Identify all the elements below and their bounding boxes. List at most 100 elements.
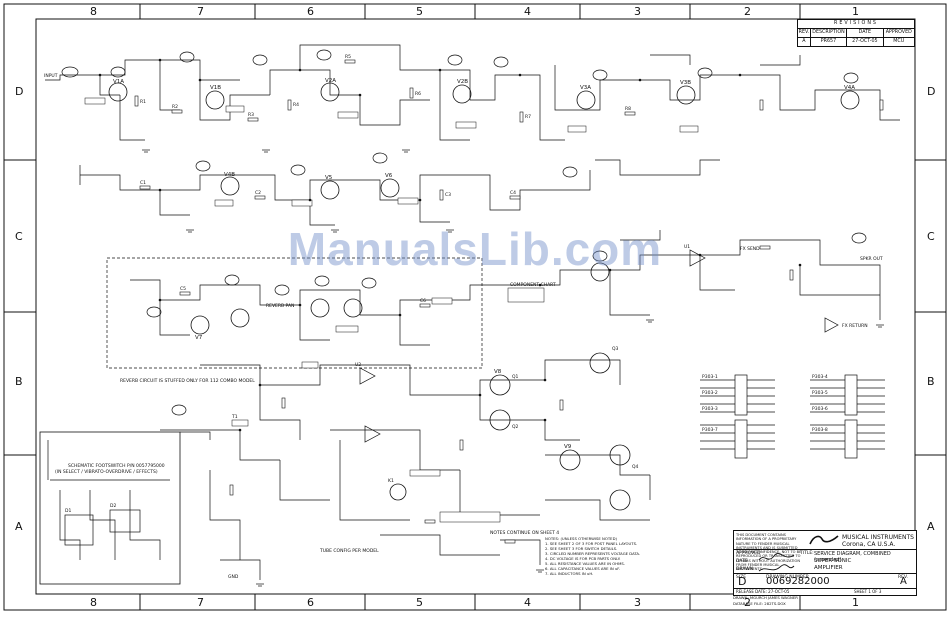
- tube-label: V3B: [680, 80, 691, 86]
- revisions-row: A PR657 27-OCT-05 MCU: [798, 38, 914, 46]
- ref-label: C1: [140, 180, 146, 186]
- footswitch-wiring: [47, 431, 211, 560]
- size-label: SIZE: [736, 575, 747, 580]
- connector-label: P303-2: [702, 390, 718, 396]
- tube-label: V2A: [325, 78, 336, 84]
- zone-label: D: [927, 85, 935, 98]
- fender-logo-icon: [809, 535, 839, 545]
- note-item: 2. SEE SHEET 3 FOR SWITCH DETAILS.: [545, 546, 618, 551]
- zone-label: A: [927, 520, 935, 533]
- connector-label: P303-5: [812, 390, 828, 396]
- zone-label: 7: [197, 596, 204, 609]
- connector-labels: P303-1 P303-2 P303-3 P303-4 P303-5 P303-…: [702, 374, 828, 433]
- zone-label: 1: [852, 596, 859, 609]
- size-value: D: [738, 575, 747, 588]
- zone-label: D: [15, 85, 23, 98]
- drawn-by: DRAWN: MGURCH JAMES WAGNER: [733, 595, 798, 600]
- ground-symbols: [142, 149, 884, 587]
- ref-label: C6: [420, 298, 426, 304]
- title-block: THIS DOCUMENT CONTAINS INFORMATION OF A …: [733, 530, 917, 596]
- junction-dots: [98, 58, 802, 432]
- component-chart-label: COMPONENT CHART: [510, 282, 556, 288]
- tube-label: V4B: [224, 172, 235, 178]
- title-line-2: SUPER-SONIC: [814, 558, 852, 564]
- release-row: RELEASE DATE: 27-OCT-05 SHEET 1 OF 3: [734, 588, 916, 594]
- preamp-wiring: [45, 44, 900, 141]
- footswitch-title: SCHEMATIC FOOTSWITCH P/N 0057795000: [68, 463, 165, 469]
- database-file: DATABASE FILE: 282TS.DOX: [733, 601, 786, 606]
- reverb-circuit-box: [106, 257, 483, 369]
- title-line-3: AMPLIFIER: [814, 565, 843, 571]
- opamp-symbols: [359, 249, 839, 443]
- connector-label: P303-6: [812, 406, 828, 412]
- ref-label: C5: [180, 286, 186, 292]
- revision-approved: MCU: [893, 39, 905, 44]
- footswitch-box: [39, 431, 181, 585]
- zone-label: B: [927, 375, 935, 388]
- tube-label: V2B: [457, 79, 468, 85]
- tube-label: V1B: [210, 85, 221, 91]
- revision-rev: A: [798, 38, 811, 46]
- zone-label: C: [15, 230, 23, 243]
- title-line-1: SERVICE DIAGRAM, COMBINED (amended): [814, 551, 891, 563]
- zone-labels-left: D C B A: [15, 85, 23, 533]
- revisions-col-approved: APPROVED: [885, 30, 912, 35]
- company-line-1: MUSICAL INSTRUMENTS: [842, 534, 914, 541]
- ref-label: R7: [525, 114, 531, 120]
- ref-label: R3: [248, 112, 254, 118]
- zone-label: 2: [744, 596, 751, 609]
- drawing-number-label: DRAWING NUMBER: [766, 575, 809, 580]
- zone-label: 4: [524, 596, 531, 609]
- tube-label: V1A: [113, 79, 124, 85]
- zone-label: 3: [634, 5, 641, 18]
- tube-label: V9: [564, 444, 572, 450]
- reverb-pan-label: REVERB PAN: [266, 303, 294, 309]
- connector-label: P303-8: [812, 427, 828, 433]
- zone-labels-right: D C B A: [927, 85, 935, 533]
- zone-label: 5: [416, 596, 423, 609]
- approved-label: APPROVED: [736, 551, 761, 556]
- component-ref-labels: V1A V1B V2A V2B V3A V3B V4A V4B V5 V6 V7…: [65, 54, 855, 514]
- zone-label: 8: [90, 5, 97, 18]
- ref-label: U1: [684, 244, 690, 250]
- sheet-number: SHEET 1 OF 3: [854, 589, 882, 594]
- ref-label: R8: [625, 106, 631, 112]
- fx-return-label: FX RETURN: [842, 323, 868, 329]
- preamp-second-row-wiring: [79, 159, 720, 226]
- drawn-label: DRAWN: [736, 567, 754, 572]
- zone-label: 2: [744, 5, 751, 18]
- note-item: 4. DC VOLTAGE IS FOR PCB PARTS ONLY.: [545, 556, 621, 561]
- ref-label: Q4: [632, 464, 639, 470]
- note-item: 5. ALL RESISTANCE VALUES ARE IN OHMS.: [545, 561, 625, 566]
- ref-label: R1: [140, 99, 146, 105]
- note-item: 6. ALL CAPACITANCE VALUES ARE IN uF.: [545, 566, 621, 571]
- tube-label: V6: [385, 173, 393, 179]
- revisions-table: REVISIONS REV. DESCRIPTION DATE APPROVED…: [797, 19, 915, 47]
- zone-label: C: [927, 230, 935, 243]
- connector-label: P303-3: [702, 406, 718, 412]
- revision-description: PR657: [811, 38, 848, 46]
- ref-label: D2: [110, 503, 116, 509]
- notes-block: NOTES: (UNLESS OTHERWISE NOTED) 1. SEE S…: [545, 536, 730, 576]
- note-item: 1. SEE SHEET 2 OF 3 FOR POST PANEL LAYOU…: [545, 541, 638, 546]
- footswitch-subtitle: (IN SELECT / VIBRATO-OVERDRIVE / EFFECTS…: [55, 469, 158, 475]
- ref-label: Q3: [612, 346, 619, 352]
- tube-label: V4A: [844, 85, 855, 91]
- revisions-col-description: DESCRIPTION: [811, 29, 848, 37]
- zone-label: 3: [634, 596, 641, 609]
- title-label: TITLE:: [800, 551, 814, 556]
- rev-value: A: [900, 576, 907, 587]
- date-label: DATE: [736, 559, 748, 564]
- tube-symbols: [61, 49, 867, 416]
- notes-continue-label: NOTES CONTINUE ON SHEET 4: [490, 530, 559, 536]
- zone-labels-bottom: 8 7 6 5 4 3 2 1: [90, 596, 859, 609]
- ref-label: K1: [388, 478, 394, 484]
- zone-label: 5: [416, 5, 423, 18]
- zone-label: 1: [852, 5, 859, 18]
- revisions-col-rev: REV.: [798, 29, 811, 37]
- note-item: 3. CIRCLED NUMBER REPRESENTS VOLTAGE DAT…: [545, 551, 641, 556]
- reverb-note: REVERB CIRCUIT IS STUFFED ONLY FOR 112 C…: [120, 378, 255, 384]
- zone-label: A: [15, 520, 23, 533]
- ref-label: R4: [293, 102, 299, 108]
- inner-border: [35, 18, 916, 595]
